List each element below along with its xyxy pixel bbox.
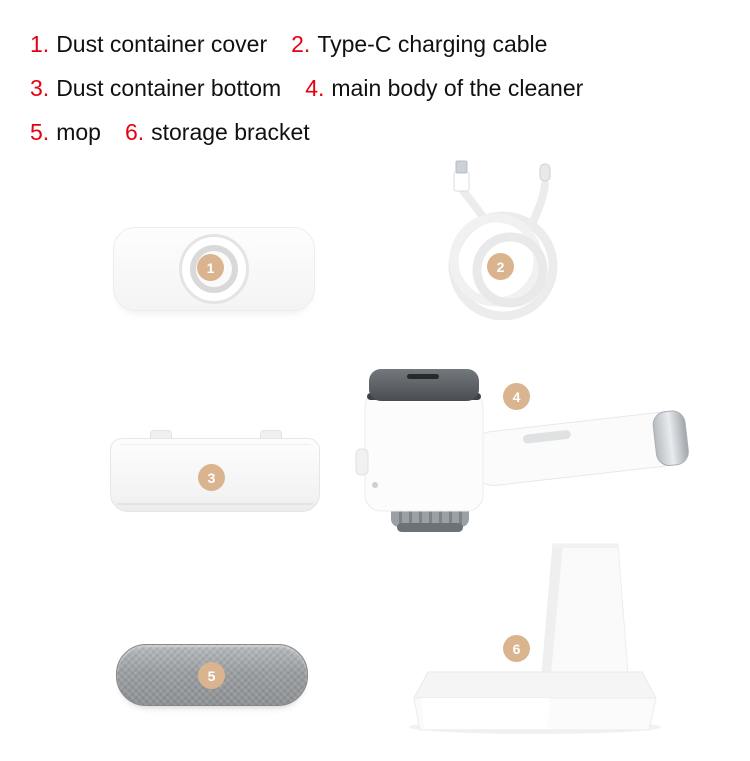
badge-1: 1	[197, 254, 224, 281]
legend-label-5: mop	[56, 119, 101, 145]
legend-label-2: Type-C charging cable	[317, 31, 548, 57]
legend-label-1: Dust container cover	[56, 31, 268, 57]
legend: 1.Dust container cover 2.Type-C charging …	[30, 22, 607, 154]
legend-label-4: main body of the cleaner	[331, 75, 584, 101]
legend-num-3: 3.	[30, 75, 50, 101]
power-button-dot	[372, 482, 378, 488]
legend-num-6: 6.	[124, 119, 145, 145]
handle-metal-cap	[652, 410, 689, 467]
legend-line-3: 5.mop 6.storage bracket	[30, 110, 607, 154]
cleaner-body-shell	[364, 390, 484, 512]
legend-label-3: Dust container bottom	[56, 75, 282, 101]
bracket-base-top	[413, 671, 657, 699]
dust-container-bottom-photo: 3	[108, 430, 324, 524]
mop-photo: 5	[116, 644, 311, 710]
badge-3: 3	[198, 464, 225, 491]
legend-num-4: 4.	[305, 75, 325, 101]
storage-bracket-photo: 6	[400, 540, 665, 736]
lid-slot	[407, 374, 439, 379]
cleaner-top-lid	[367, 369, 481, 401]
handle-button-slot	[522, 430, 571, 444]
legend-line-1: 1.Dust container cover 2.Type-C charging …	[30, 22, 607, 66]
cleaner-main-body-photo: 4	[355, 365, 695, 537]
bracket-base-front-highlight	[422, 698, 550, 729]
container-clip-left	[150, 430, 172, 441]
storage-bracket-drawing	[409, 543, 661, 734]
legend-line-2: 3.Dust container bottom 4.main body of th…	[30, 66, 607, 110]
cleaner-handle	[466, 410, 689, 486]
legend-label-6: storage bracket	[151, 119, 310, 145]
badge-5: 5	[198, 662, 225, 689]
cable-coil-drawing	[448, 160, 558, 320]
dust-container-cover-photo: 1	[113, 227, 315, 311]
legend-num-2: 2.	[291, 31, 311, 57]
type-c-connector	[539, 163, 551, 182]
cleaner-trigger	[355, 448, 369, 476]
legend-num-5: 5.	[30, 119, 50, 145]
usb-a-connector	[453, 160, 470, 192]
badge-2: 2	[487, 253, 514, 280]
charging-cable-photo: 2	[425, 158, 575, 320]
cleaner-body-drawing	[355, 369, 689, 532]
badge-6: 6	[503, 635, 530, 662]
legend-num-1: 1.	[30, 31, 50, 57]
badge-4: 4	[503, 383, 530, 410]
bracket-column-shade	[542, 544, 563, 674]
container-clip-right	[260, 430, 282, 441]
